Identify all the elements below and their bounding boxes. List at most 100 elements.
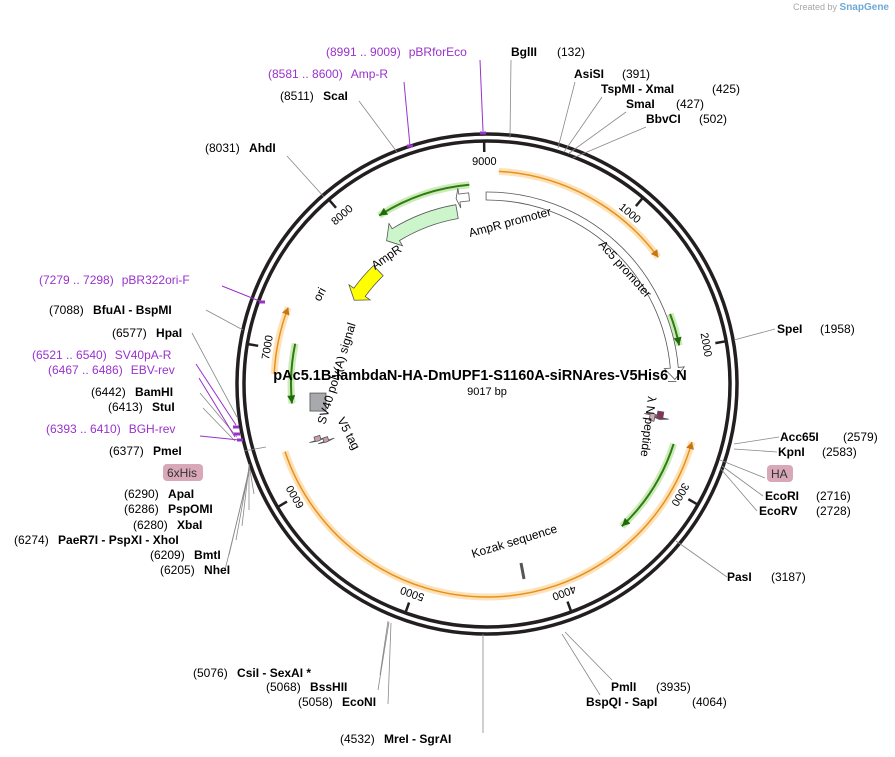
primer-arrowhead-0 [379, 207, 389, 216]
primer-pbr322ori-f: (7279 .. 7298)pBR322ori-F [39, 273, 190, 287]
site-ecorv-pos: (2728) [816, 504, 851, 518]
site-pasi-pos: (3187) [771, 570, 806, 584]
leader-line-0 [509, 59, 512, 139]
site-bglii-pos: (132) [557, 45, 585, 59]
site-kpni: KpnI [778, 445, 805, 459]
site-pspomi: (6286) PspOMI [124, 502, 213, 516]
site-tspmi-xmai: TspMI - XmaI [601, 82, 674, 96]
site-ecorv: EcoRV [759, 504, 797, 518]
primer-site-2 [259, 300, 265, 304]
site-asisi-pos: (391) [622, 67, 650, 81]
leader-line-2 [563, 96, 603, 153]
leader-line-10 [719, 467, 758, 512]
tick-mark-2000 [715, 339, 727, 345]
leader-line-20 [235, 467, 250, 541]
site-bamhi: (6442) BamHI [91, 385, 173, 399]
backbone-outer [235, 132, 739, 636]
feature-ampr-promoter [455, 188, 470, 209]
site-pasi: PasI [727, 570, 752, 584]
leader-line-7 [733, 448, 778, 453]
orf-arrowhead-0 [650, 249, 659, 258]
orf-line-0 [498, 170, 659, 258]
site-smai-pos: (427) [676, 97, 704, 111]
leader-line-8 [719, 459, 766, 479]
leader-line-13 [561, 633, 601, 696]
leader-line-29 [286, 155, 325, 198]
label-leaders [191, 59, 780, 733]
site-ecori: EcoRI [765, 489, 799, 503]
feature-label-ampr: AmpR [369, 242, 405, 273]
site-csii-sexai: (5076) CsiI - SexAI * [193, 666, 311, 680]
leader-line-21 [241, 465, 250, 527]
leader-line-28 [205, 309, 244, 331]
ha-tag-label: HA [771, 467, 788, 481]
ha-tag-box [767, 465, 793, 482]
tick-mark-5000 [404, 602, 411, 614]
site-pmli-pos: (3935) [656, 680, 691, 694]
primer-site-4 [233, 425, 239, 429]
feature-sv40-poly-a-signal [309, 392, 327, 412]
leader-line-25 [202, 407, 236, 442]
primer-arrowhead-3 [287, 395, 296, 404]
orf-halo-2 [270, 306, 292, 375]
leader-line-17 [379, 620, 389, 676]
labels-left: (4532) MreI - SgrAI (5058) EcoNI (5068) … [14, 89, 451, 746]
site-acc65i-pos: (2579) [843, 430, 878, 444]
site-bbvci-pos: (502) [699, 112, 727, 126]
primer-amp-r: (8581 .. 8600)Amp-R [268, 67, 388, 81]
primer-site-0 [480, 131, 486, 135]
tick-label-9000: 9000 [472, 156, 497, 168]
site-econi: (5058) EcoNI [298, 695, 376, 709]
site-bsshii: (5068) BssHII [266, 680, 347, 694]
leader-line-15 [387, 622, 392, 705]
feature-label-ampr-promoter: AmpR promoter [467, 204, 552, 239]
site-scai: (8511) ScaI [280, 89, 348, 103]
primer-ebv-rev: (6467 .. 6486)EBV-rev [48, 363, 175, 377]
site-spei-pos: (1958) [820, 322, 855, 336]
primer-pbrforeco: (8991 .. 9009)pBRforEco [326, 45, 467, 59]
primer-leader-3 [195, 363, 237, 426]
primer-leader-2 [221, 285, 263, 303]
site-ecori-pos: (2716) [816, 489, 851, 503]
orf-arcs [270, 167, 696, 601]
leader-line-3 [567, 111, 627, 155]
tick-label-8000: 8000 [329, 203, 355, 228]
feature-label-v5-tag: V5 tag [334, 415, 363, 452]
site-bbvci: BbvCI [646, 112, 681, 126]
feature-lambda-n-peptide [650, 410, 669, 420]
feature-label-ori: ori [310, 285, 329, 303]
backbone-inner [242, 139, 732, 629]
site-bmti: (6209) BmtI [150, 548, 221, 562]
primer-leader-1 [403, 81, 411, 147]
primer-arrowhead-2 [621, 517, 631, 527]
site-asisi: AsiSI [574, 67, 604, 81]
snapgene-brand: SnapGene [839, 2, 889, 13]
feature-label-ac5-promoter: Ac5 promoter [596, 238, 655, 301]
orf-arrowhead-1 [686, 441, 694, 450]
primer-line-2 [621, 443, 675, 527]
primer-arrowhead-1 [673, 336, 682, 346]
tick-mark-1000 [634, 196, 644, 207]
primer-labels: (8991 .. 9009)pBRforEco (8581 .. 8600)Am… [32, 45, 467, 436]
his-tag-box [163, 464, 203, 481]
site-nhei: (6205) NheI [160, 563, 230, 577]
feature-ori [348, 265, 384, 301]
primer-leader-0 [479, 59, 484, 132]
site-bglii: BglII [511, 45, 537, 59]
primer-bgh-rev: (6393 .. 6410)BGH-rev [46, 422, 175, 436]
tick-mark-8000 [327, 198, 337, 209]
labels-right: BglII (132) AsiSI (391) TspMI - XmaI (42… [511, 45, 878, 709]
primer-site-3 [234, 432, 240, 436]
site-pmei: (6377) PmeI [109, 444, 182, 458]
leader-line-11 [675, 540, 728, 578]
site-ahdi: (8031) AhdI [205, 141, 276, 155]
site-paer7i-xhoi: (6274) PaeR7I - PspXI - XhoI [14, 533, 179, 547]
tick-mark-3000 [687, 498, 699, 506]
leader-line-19 [228, 469, 250, 556]
primer-arcs [287, 181, 683, 529]
orf-arrowhead-2 [281, 307, 290, 316]
site-pmli: PmlI [611, 680, 636, 694]
leader-line-30 [358, 100, 398, 153]
site-mrei-sgrai: (4532) MreI - SgrAI [340, 732, 451, 746]
